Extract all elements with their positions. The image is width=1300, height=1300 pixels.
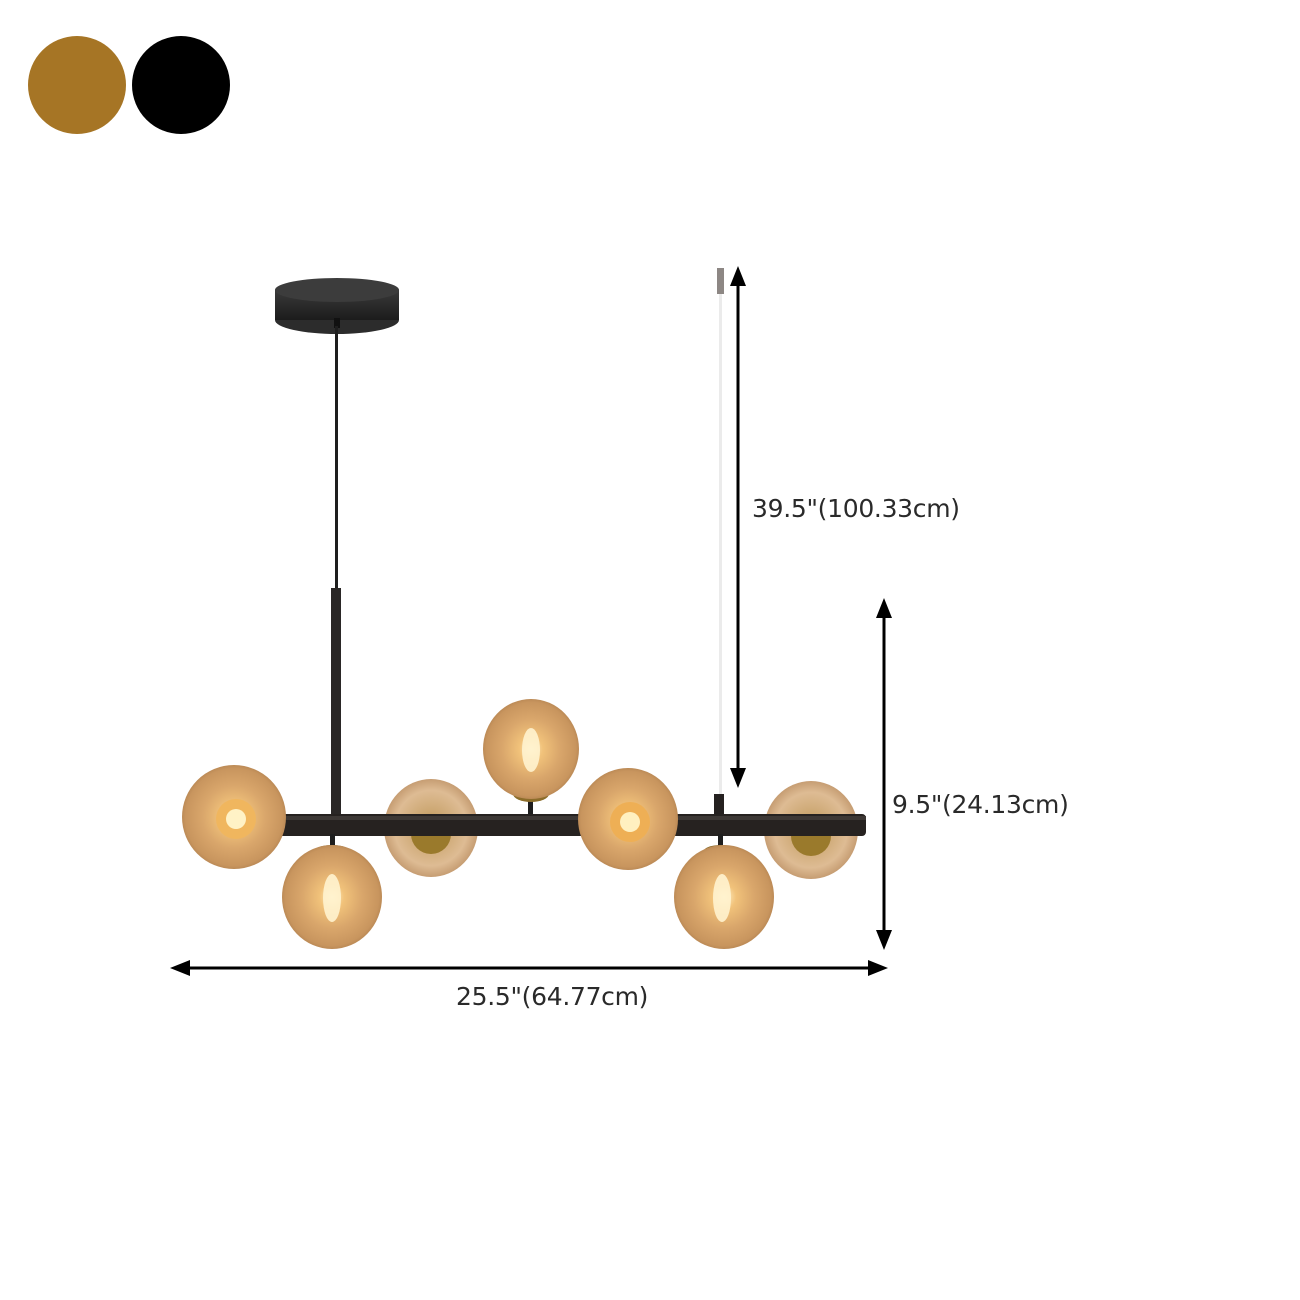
color-swatch-black[interactable] [132, 36, 230, 134]
height-dimension-arrow [876, 598, 892, 950]
suspension-rod [331, 326, 341, 818]
color-swatch-gold[interactable] [28, 36, 126, 134]
globe-lower-right [674, 834, 774, 949]
drop-dimension-label: 39.5"(100.33cm) [752, 494, 960, 523]
horizontal-bar [252, 814, 866, 836]
width-dimension-arrow [170, 960, 888, 976]
ceiling-canopy [275, 278, 399, 334]
globe-left-outer [182, 765, 286, 869]
drop-dimension-arrow [730, 266, 746, 788]
globe-top-center [483, 699, 579, 818]
height-dimension-label: 9.5"(24.13cm) [892, 790, 1069, 819]
globe-lower-left [282, 834, 382, 949]
hanging-wire [714, 268, 724, 816]
width-dimension-label: 25.5"(64.77cm) [456, 982, 649, 1011]
globe-center-right [578, 768, 678, 870]
